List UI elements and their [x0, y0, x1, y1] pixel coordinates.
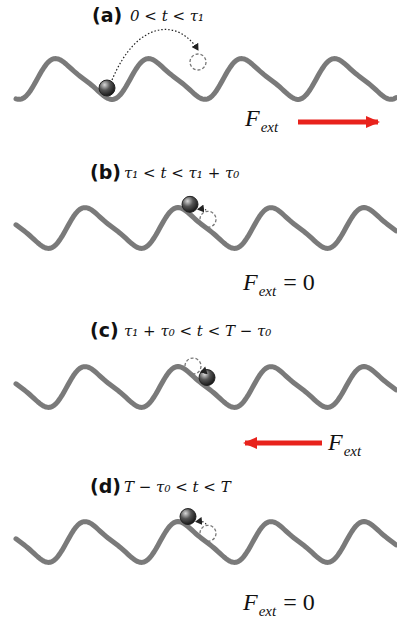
force-symbol: F [328, 430, 343, 454]
potential-curve [16, 522, 396, 563]
time-interval: T − τ₀ < t < T [124, 480, 231, 495]
time-interval: τ₁ < t < τ₁ + τ₀ [124, 166, 239, 181]
particle-ball [182, 196, 198, 212]
previous-position [200, 211, 216, 227]
previous-position [200, 525, 216, 541]
particle-ball [199, 370, 215, 386]
panel-letter: (a) [92, 6, 122, 25]
motion-arrow [112, 29, 198, 80]
force-subscript: ext [261, 120, 278, 135]
force-symbol: F [243, 590, 258, 614]
force-arrow [298, 120, 378, 125]
zero-force: = 0 [283, 590, 315, 614]
potential-curve [16, 367, 396, 408]
previous-position [185, 358, 201, 374]
panel-letter: (d) [90, 477, 121, 496]
panel-letter: (c) [90, 321, 119, 340]
force-subscript: ext [344, 444, 361, 459]
panel-letter: (b) [90, 163, 121, 182]
zero-force: = 0 [283, 270, 315, 294]
time-interval: 0 < t < τ₁ [130, 9, 204, 24]
force-subscript: ext [259, 604, 276, 619]
time-interval: τ₁ + τ₀ < t < T − τ₀ [124, 324, 271, 339]
force-symbol: F [245, 106, 260, 130]
particle-ball [99, 80, 115, 96]
force-arrow [245, 441, 322, 446]
previous-position [190, 54, 206, 70]
particle-ball [180, 509, 196, 525]
force-symbol: F [243, 270, 258, 294]
motion-arrow [196, 521, 206, 524]
potential-curve [16, 208, 396, 249]
motion-arrow [198, 209, 206, 210]
motion-arrow [201, 368, 205, 372]
force-subscript: ext [259, 284, 276, 299]
